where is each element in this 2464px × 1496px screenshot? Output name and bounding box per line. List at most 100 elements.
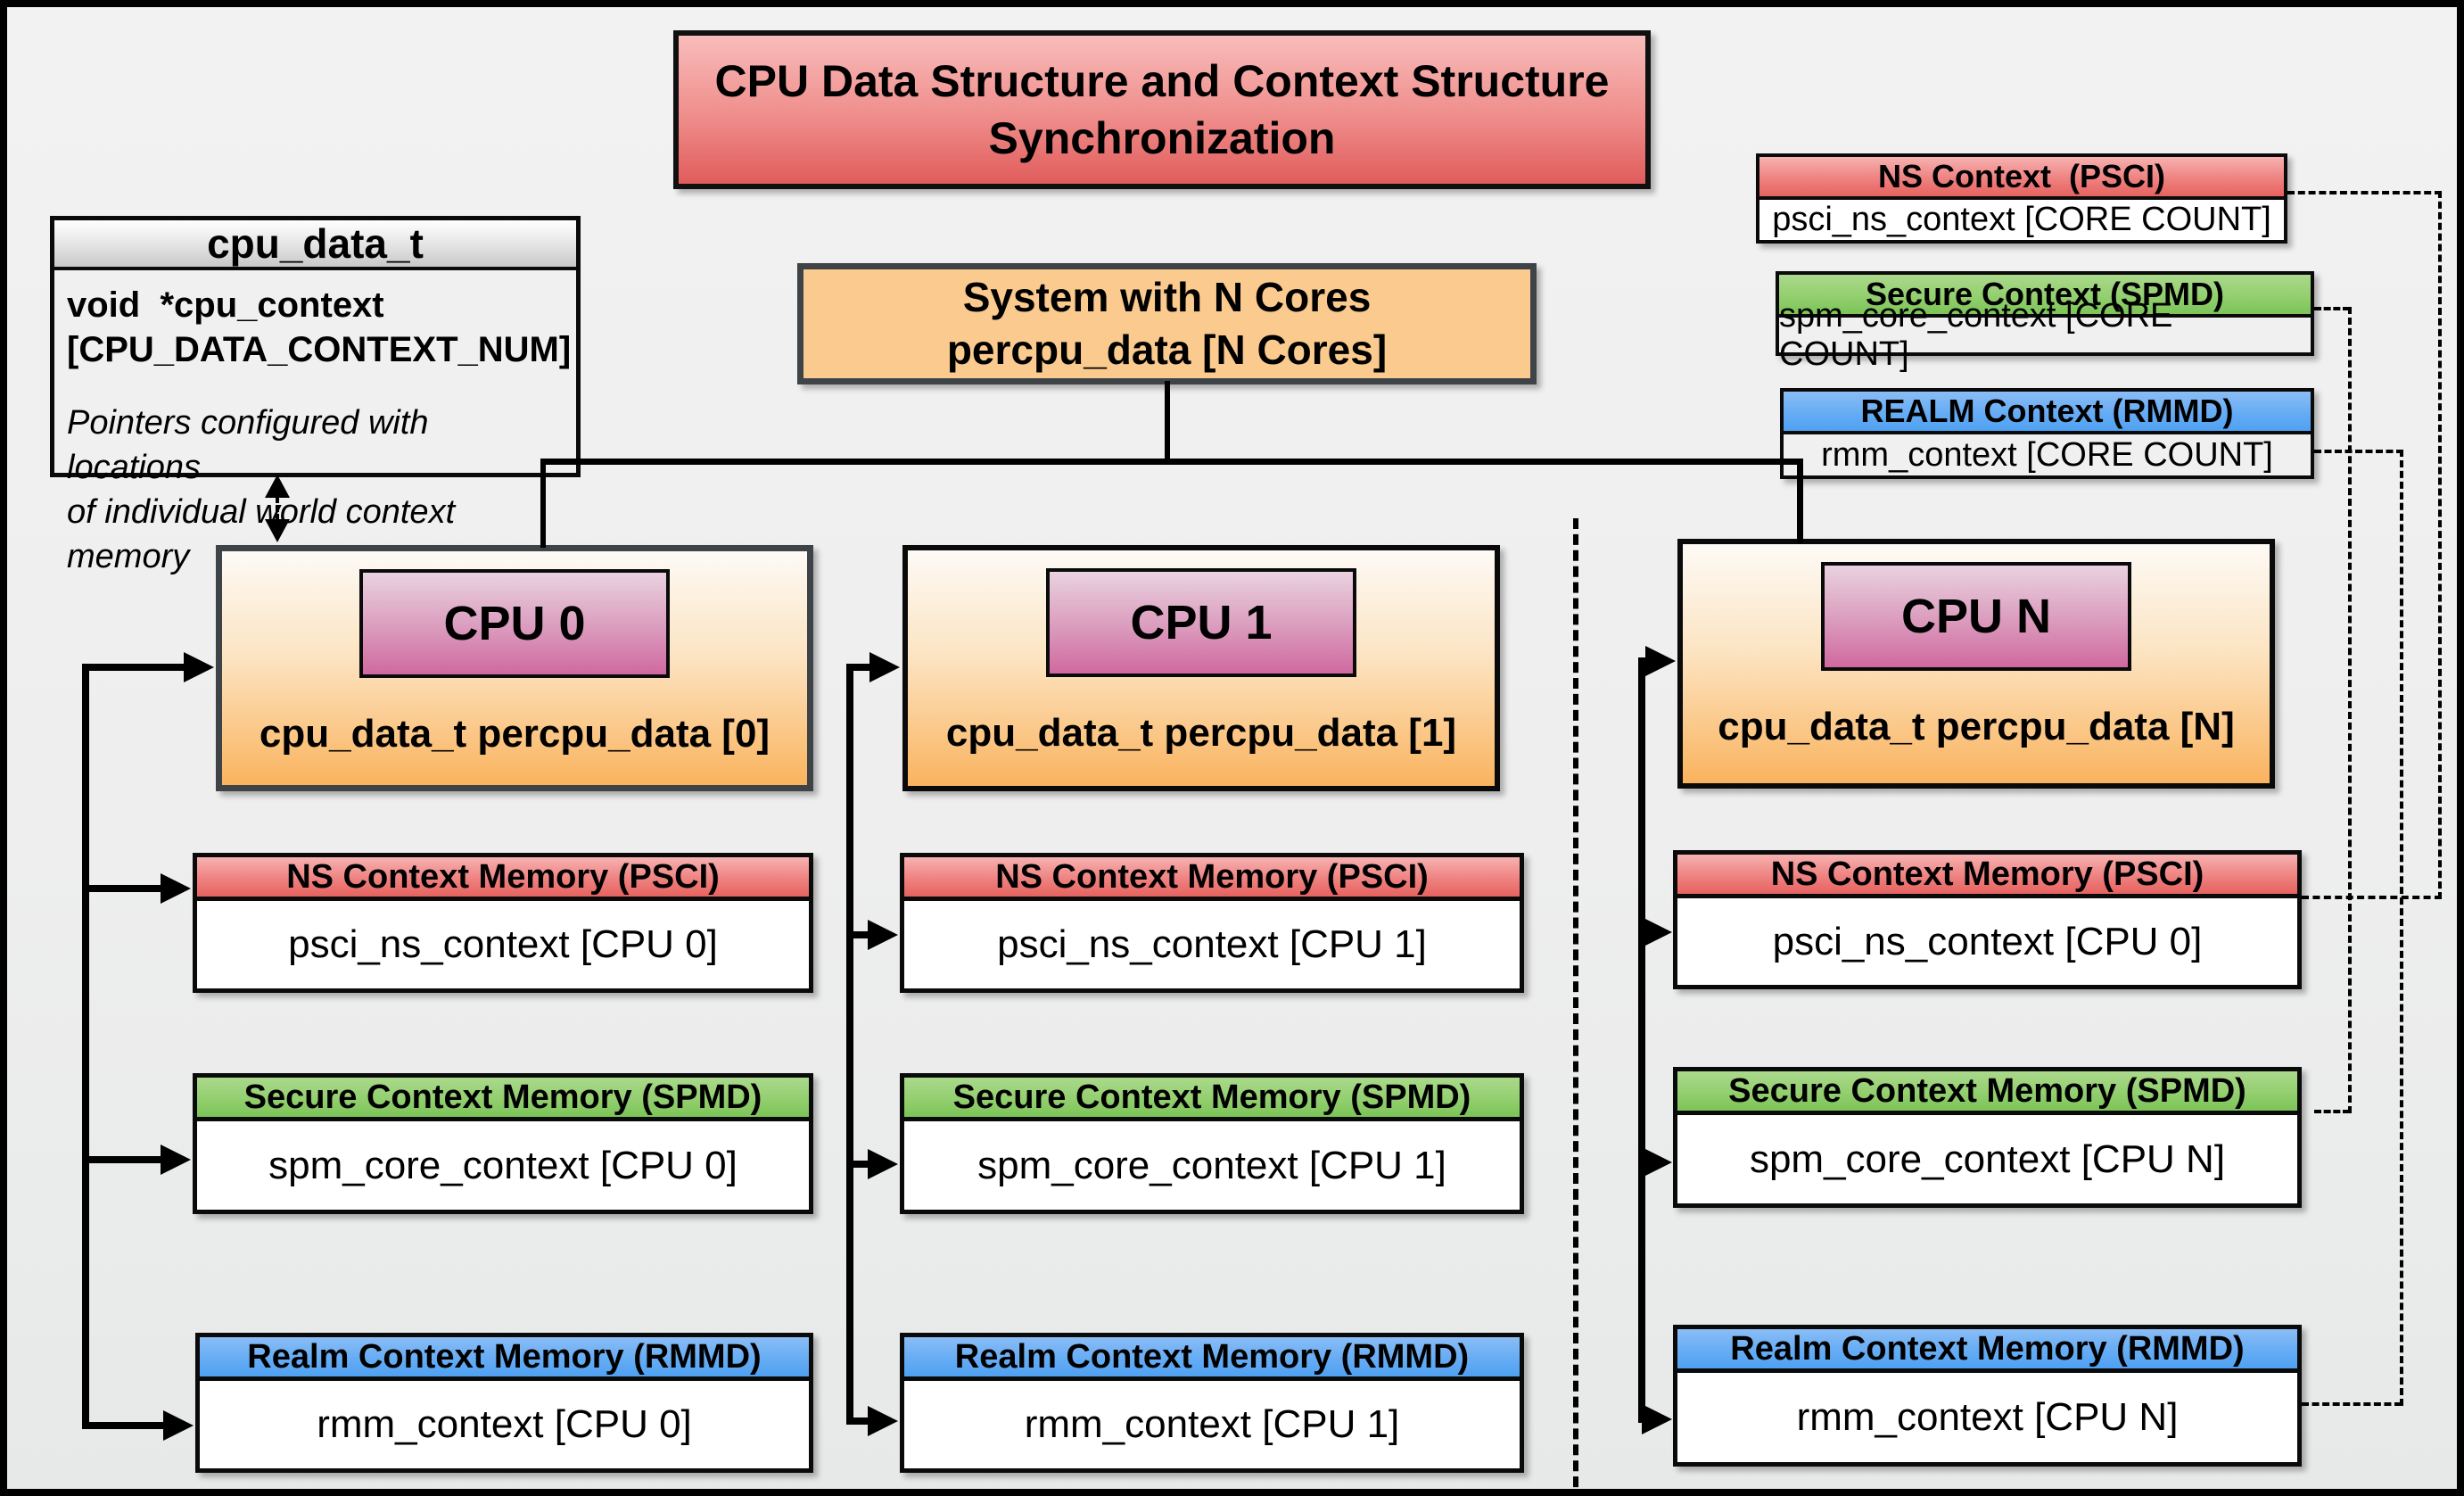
cpu-1-branch-ns [846,931,871,938]
cpu-n-realm-dashed-link-h [2302,1402,2402,1406]
cpu-1-branch-realm [846,1417,871,1425]
cpu-1-tag: CPU 1 [1046,568,1356,677]
cpu-1-secure-context-body: spm_core_context [CPU 1] [977,1143,1446,1187]
cpu-1-realm-context-body: rmm_context [CPU 1] [1024,1402,1400,1446]
ellipsis-divider-dashed-line [1573,518,1578,1489]
cpu-0-branch-realm [82,1422,168,1429]
cpu-n-bus-line [1638,657,1645,1423]
cpu-0-arrow-secure [161,1145,191,1175]
cpu-n-secure-context-box: Secure Context Memory (SPMD) spm_core_co… [1673,1067,2302,1208]
cpu-1-ns-context-box: NS Context Memory (PSCI) psci_ns_context… [900,853,1524,993]
cpu-n-realm-context-header: Realm Context Memory (RMMD) [1677,1329,2297,1373]
legend-realm-header: REALM Context (RMMD) [1784,392,2311,434]
cpu-0-arrow-ns [161,873,191,904]
cpu-0-arrow-cpu [184,652,214,682]
legend-ns-dashed-link-v [2438,191,2442,899]
cpu-context-field-line1: void *cpu_context [67,285,384,325]
cpu-1-realm-context-header: Realm Context Memory (RMMD) [904,1337,1520,1381]
cpu-1-branch-cpu [846,664,873,671]
cpu-data-t-body: void *cpu_context [CPU_DATA_CONTEXT_NUM]… [54,270,576,579]
cpu-1-ns-context-header: NS Context Memory (PSCI) [904,857,1520,901]
cpu-n-branch-cpu [1638,657,1649,665]
cpu-n-secure-context-body: spm_core_context [CPU N] [1749,1136,2226,1181]
cpu-0-ns-context-body: psci_ns_context [CPU 0] [288,922,718,966]
cpu-n-ns-dashed-link-h [2302,896,2442,899]
cpu-data-t-note: Pointers configured with locations of in… [67,401,564,579]
cpu-1-bus-line [846,664,853,1425]
cpu-1-ns-context-body: psci_ns_context [CPU 1] [997,922,1427,966]
cpu-0-ns-context-box: NS Context Memory (PSCI) psci_ns_context… [193,853,813,993]
cpu-1-branch-secure [846,1161,871,1168]
cpu-n-tag: CPU N [1821,562,2131,671]
cpu-0-secure-context-body: spm_core_context [CPU 0] [268,1143,738,1187]
legend-ns-header: NS Context (PSCI) [1759,157,2284,200]
cpu-data-t-link-dashed-line [276,496,279,521]
cpu-n-arrow-secure [1642,1147,1672,1178]
legend-realm-dashed-link-v [2400,450,2403,1406]
cpu-n-arrow-realm [1642,1404,1672,1434]
cpu-n-arrow-cpu [1645,646,1676,676]
cpu-n-realm-context-box: Realm Context Memory (RMMD) rmm_context … [1673,1325,2302,1467]
cpu-0-tag: CPU 0 [359,569,670,678]
cpu-context-field-line2: [CPU_DATA_CONTEXT_NUM] [67,330,572,369]
cpu-0-bus-line [82,664,89,1429]
legend-realm-box: REALM Context (RMMD) rmm_context [CORE C… [1780,388,2314,479]
cpu-0-box: CPU 0 cpu_data_t percpu_data [0] [216,545,813,791]
cpu-0-realm-context-box: Realm Context Memory (RMMD) rmm_context … [195,1333,813,1473]
cpu-1-arrow-secure [868,1149,898,1179]
cpu-data-t-link-arrow-up [265,475,290,498]
legend-ns-dashed-link-h [2287,191,2442,194]
cpu-1-realm-context-box: Realm Context Memory (RMMD) rmm_context … [900,1333,1524,1473]
note-line2: of individual world context memory [67,493,456,575]
cpu-0-arrow-realm [163,1410,194,1441]
cpu-1-secure-context-header: Secure Context Memory (SPMD) [904,1078,1520,1121]
cpu-0-branch-cpu [82,664,185,671]
cpu-0-secure-context-header: Secure Context Memory (SPMD) [197,1078,809,1121]
diagram-title-box: CPU Data Structure and Context Structure… [673,30,1651,189]
cpu-0-realm-context-header: Realm Context Memory (RMMD) [200,1337,809,1381]
cpu-n-box: CPU N cpu_data_t percpu_data [N] [1677,539,2275,789]
cpu-n-secure-context-header: Secure Context Memory (SPMD) [1677,1071,2297,1115]
diagram-title-line2: Synchronization [988,113,1336,163]
legend-realm-body: rmm_context [CORE COUNT] [1784,434,2311,475]
legend-secure-header: Secure Context (SPMD) [1779,275,2311,318]
connector-drop-cpu-0 [540,459,546,548]
cpu-0-data-label: cpu_data_t percpu_data [0] [259,712,771,756]
cpu-1-arrow-cpu [869,652,900,682]
cpu-1-box: CPU 1 cpu_data_t percpu_data [1] [902,545,1500,791]
diagram-title-line1: CPU Data Structure and Context Structure [714,56,1610,106]
cpu-0-realm-context-body: rmm_context [CPU 0] [317,1402,692,1446]
cpu-n-ns-context-body: psci_ns_context [CPU 0] [1772,919,2203,963]
cpu-data-t-header: cpu_data_t [54,220,576,270]
system-box-line2: percpu_data [N Cores] [946,326,1388,373]
legend-secure-dashed-link-v [2348,307,2352,1113]
cpu-data-t-box: cpu_data_t void *cpu_context [CPU_DATA_C… [50,216,581,575]
legend-secure-box: Secure Context (SPMD) spm_core_context [… [1776,271,2314,373]
system-box-line1: System with N Cores [962,274,1372,320]
cpu-n-arrow-ns [1642,917,1672,947]
cpu-n-data-label: cpu_data_t percpu_data [N] [1718,705,2235,748]
cpu-n-realm-context-body: rmm_context [CPU N] [1796,1395,2179,1439]
connector-system-bus [540,459,1802,465]
connector-drop-cpu-n [1797,459,1803,543]
cpu-n-secure-dashed-link-h [2314,1110,2350,1113]
cpu-1-data-label: cpu_data_t percpu_data [1] [945,711,1457,755]
cpu-1-arrow-realm [868,1406,898,1436]
cpu-0-ns-context-header: NS Context Memory (PSCI) [197,857,809,901]
legend-ns-box: NS Context (PSCI) psci_ns_context [CORE … [1756,153,2287,244]
legend-ns-body: psci_ns_context [CORE COUNT] [1759,200,2284,240]
connector-system-stem [1165,381,1170,461]
cpu-0-branch-ns [82,885,164,892]
cpu-1-arrow-ns [868,920,898,950]
cpu-0-secure-context-box: Secure Context Memory (SPMD) spm_core_co… [193,1073,813,1214]
cpu-n-ns-context-box: NS Context Memory (PSCI) psci_ns_context… [1673,850,2302,989]
cpu-n-ns-context-header: NS Context Memory (PSCI) [1677,855,2297,898]
system-n-cores-box: System with N Cores percpu_data [N Cores… [797,263,1537,384]
legend-secure-dashed-link-h [2314,307,2350,310]
cpu-0-branch-secure [82,1156,164,1163]
legend-secure-body: spm_core_context [CORE COUNT] [1779,297,2311,373]
cpu-data-t-link-arrow-down [265,519,290,542]
cpu-1-secure-context-box: Secure Context Memory (SPMD) spm_core_co… [900,1073,1524,1214]
note-line1: Pointers configured with locations [67,404,429,486]
